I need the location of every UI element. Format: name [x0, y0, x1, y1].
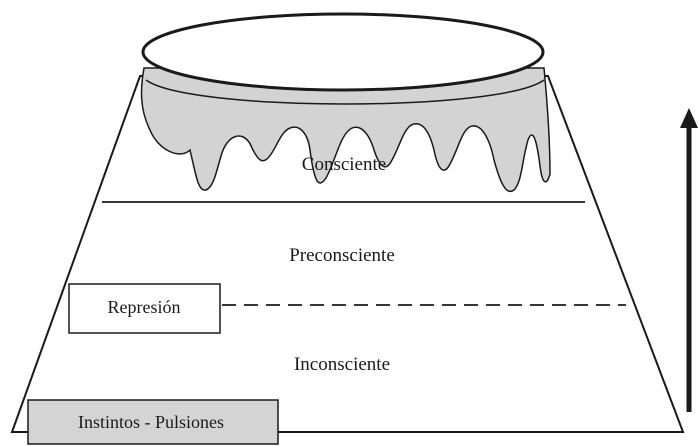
cap-base-curve [145, 79, 545, 105]
instintos-label: Instintos - Pulsiones [78, 412, 224, 432]
label-preconsciente: Preconsciente [289, 245, 395, 266]
instintos-box [27, 399, 279, 445]
label-consciente: Consciente [302, 154, 386, 175]
top-ellipse [141, 12, 545, 92]
represion-box [68, 283, 221, 334]
represion-label: Represión [108, 297, 181, 317]
label-inconsciente: Inconsciente [294, 354, 390, 375]
up-arrow-icon [680, 108, 698, 412]
icicle-cap [140, 67, 551, 193]
